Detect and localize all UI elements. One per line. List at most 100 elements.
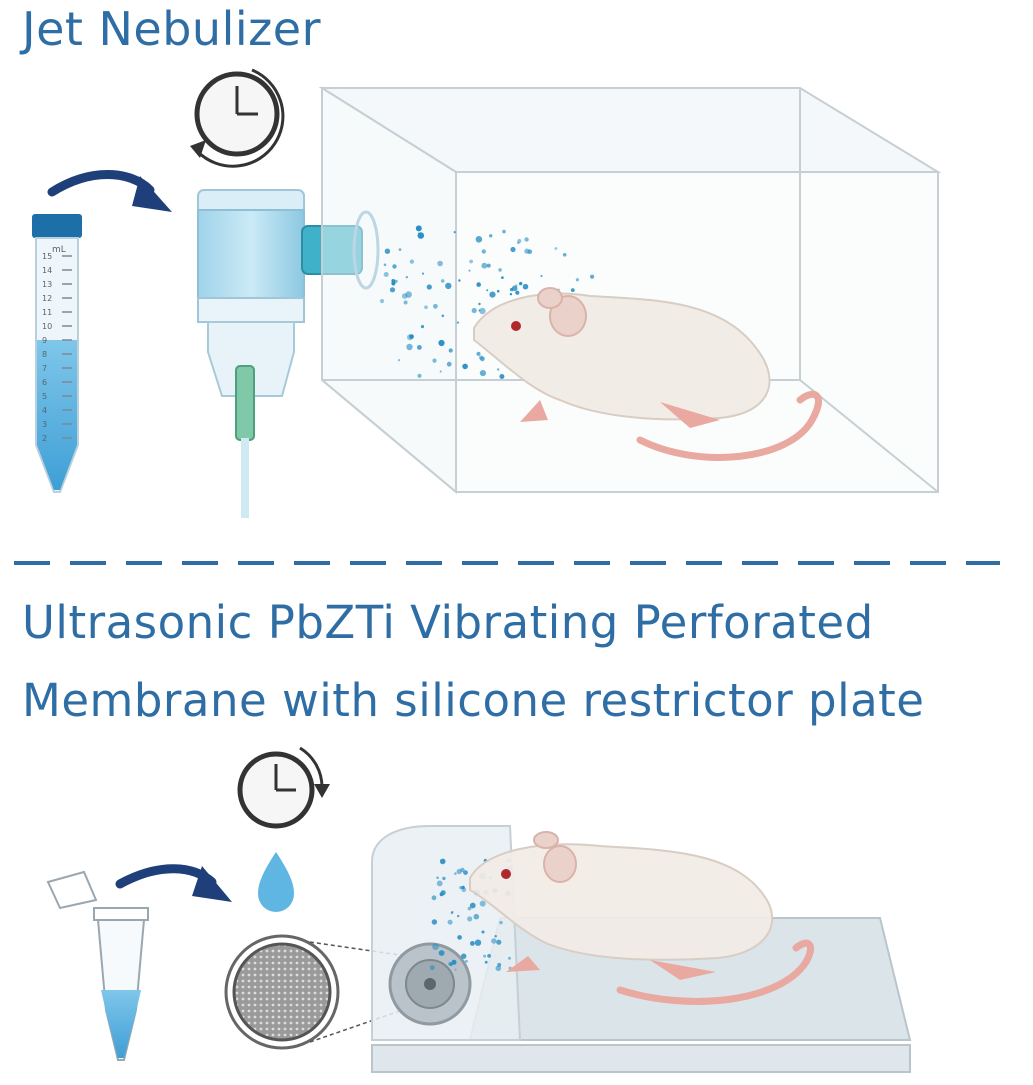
droplet: [417, 345, 422, 350]
droplet: [450, 911, 453, 915]
droplet: [481, 262, 488, 269]
microcentrifuge-tube: [46, 870, 149, 1061]
droplet: [499, 374, 505, 379]
droplet: [462, 363, 468, 370]
droplet: [442, 876, 446, 881]
droplet: [478, 309, 481, 312]
tube-tick-label: 6: [42, 378, 47, 387]
droplet: [454, 872, 457, 875]
droplet: [489, 234, 493, 238]
droplet: [524, 248, 530, 254]
droplet: [409, 334, 414, 339]
droplet: [417, 232, 421, 235]
droplet: [499, 920, 503, 925]
droplet: [456, 321, 460, 324]
droplet: [481, 249, 486, 254]
droplet: [417, 373, 422, 378]
droplet: [441, 314, 445, 318]
droplet: [446, 361, 452, 367]
droplet: [468, 269, 471, 272]
droplet: [436, 880, 443, 887]
droplet: [391, 279, 396, 283]
droplet: [519, 281, 523, 286]
tube-tick-label: 3: [42, 420, 47, 429]
tube-tick-label: 8: [42, 350, 47, 359]
mouse: [473, 287, 822, 461]
droplet: [508, 956, 511, 960]
droplet: [478, 355, 484, 360]
droplet: [461, 953, 467, 959]
droplet: [510, 246, 516, 253]
clock-icon: [194, 71, 280, 157]
droplet: [429, 965, 435, 971]
membrane-title-line2: Membrane with silicone restrictor plate: [22, 674, 925, 727]
droplet: [491, 938, 497, 944]
droplet: [495, 965, 502, 972]
droplet: [496, 289, 500, 293]
droplet: [383, 272, 389, 277]
droplet: [524, 237, 529, 242]
curved-arrow-icon: [115, 864, 232, 902]
droplet: [498, 268, 502, 272]
droplet: [497, 368, 500, 371]
droplet: [401, 293, 408, 299]
droplet: [494, 935, 497, 938]
droplet: [438, 950, 445, 956]
droplet: [454, 968, 457, 971]
droplet: [459, 886, 463, 890]
droplet: [397, 359, 401, 362]
droplet: [463, 870, 468, 875]
droplet: [484, 960, 488, 964]
droplet: [409, 259, 414, 264]
droplet: [476, 282, 482, 287]
droplet: [562, 253, 567, 257]
droplet: [438, 339, 445, 347]
droplet: [483, 954, 487, 958]
droplet: [458, 279, 461, 282]
droplet: [420, 325, 425, 329]
droplet: [389, 287, 396, 293]
droplet: [453, 231, 456, 234]
droplet: [522, 283, 529, 290]
droplet: [465, 959, 468, 963]
droplet: [469, 259, 473, 264]
tube-tick-label: 9: [42, 336, 47, 345]
droplet: [467, 906, 472, 911]
droplet: [517, 241, 520, 245]
droplet: [398, 248, 402, 252]
droplet: [406, 343, 413, 351]
tube-tick-label: 13: [42, 280, 52, 289]
droplet: [448, 348, 453, 353]
droplet: [481, 930, 485, 934]
tube-tick-label: 5: [42, 392, 47, 401]
droplet: [570, 288, 575, 292]
exposure-chamber: [318, 86, 942, 495]
tube-tick-label: 11: [42, 308, 52, 317]
droplet: [497, 962, 502, 967]
droplet: [479, 900, 486, 907]
droplet: [486, 289, 489, 292]
tube-tick-label: 2: [42, 434, 47, 443]
droplet: [515, 284, 518, 287]
droplet: [456, 868, 462, 875]
droplet: [486, 263, 491, 268]
droplet: [469, 902, 476, 909]
droplet: [509, 293, 513, 296]
droplet: [590, 274, 595, 279]
droplet: [433, 303, 438, 309]
droplet: [474, 939, 482, 946]
droplet: [470, 941, 475, 946]
droplet: [457, 935, 462, 940]
tube-unit: mL: [52, 245, 66, 255]
droplet: [439, 370, 442, 373]
tube-tick-label: 7: [42, 364, 47, 373]
droplet: [424, 305, 428, 310]
droplet: [431, 919, 438, 925]
tube-tick-label: 4: [42, 406, 47, 415]
droplet: [432, 943, 439, 950]
droplet: [457, 914, 460, 918]
droplet: [502, 229, 506, 234]
